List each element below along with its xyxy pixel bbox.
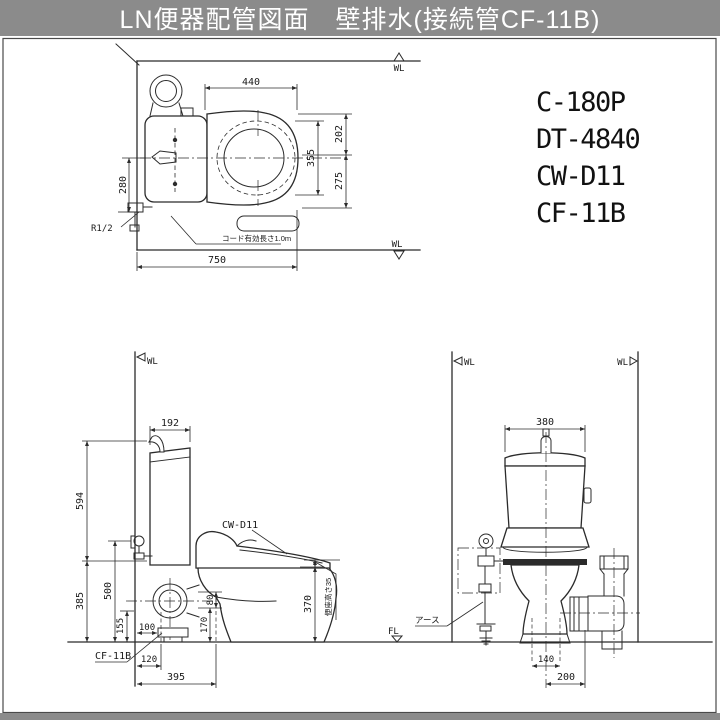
parts-list-item-seat: CW-D11	[536, 161, 626, 192]
side-dimensions: 192 594 385 500 155 100 80 170 370 120 3…	[75, 418, 340, 688]
dim-385-label: 385	[75, 592, 86, 610]
supply-thread-label: R1/2	[91, 224, 113, 234]
plan-rear-cover	[236, 215, 300, 232]
drawing-title: LN便器配管図面 壁排水(接続管CF-11B)	[119, 6, 601, 34]
plan-wall-lines	[115, 43, 421, 251]
plan-view: WL WL	[91, 43, 421, 271]
plan-tank-outline	[144, 107, 208, 203]
front-view: WL WL	[415, 351, 640, 688]
parts-list-item-connector: CF-11B	[536, 198, 626, 229]
front-valve-assembly	[457, 533, 508, 646]
dim-170-label: 170	[200, 617, 210, 633]
dim-395-label: 395	[167, 672, 185, 683]
front-pedestal-outline	[510, 432, 580, 688]
dim-275-label: 275	[334, 172, 345, 190]
seat-note-label: 便座高さ35	[323, 578, 333, 616]
plan-wl-bottom-label: WL	[392, 240, 403, 250]
side-tank-outline	[148, 435, 191, 566]
dim-280-label: 280	[118, 176, 129, 194]
dim-120-label: 120	[141, 655, 157, 665]
dim-440-label: 440	[242, 77, 260, 88]
plan-wl-marker-top: WL	[393, 52, 405, 74]
dim-80-label: 80	[206, 595, 216, 606]
front-drain-elbow	[560, 548, 640, 658]
ground-symbol	[479, 630, 493, 646]
plan-supply-callout: R1/2	[91, 211, 140, 234]
dim-155-label: 155	[116, 618, 126, 634]
dim-200-label: 200	[557, 672, 575, 683]
connector-model-label: CF-11B	[95, 651, 131, 662]
cord-note-label: コード有効長さ1.0m	[222, 233, 291, 243]
dim-100-label: 100	[139, 623, 155, 633]
side-wl-marker: WL	[135, 352, 158, 367]
parts-list-item-tank: DT-4840	[536, 124, 641, 155]
front-seat-band	[503, 559, 587, 565]
side-bowl-outline	[197, 567, 338, 643]
side-view: WL FL	[67, 351, 713, 688]
side-callouts: CW-D11 CF-11B 便座高さ35	[95, 520, 337, 663]
plan-wl-marker-bottom: WL	[392, 240, 405, 260]
parts-list-item-bowl: C-180P	[536, 87, 626, 118]
dim-380-label: 380	[536, 417, 554, 428]
dim-750-label: 750	[208, 255, 226, 266]
parts-list: C-180P DT-4840 CW-D11 CF-11B	[536, 84, 641, 232]
dim-140-label: 140	[538, 655, 554, 665]
dim-370-label: 370	[303, 595, 314, 613]
side-wl-label: WL	[147, 357, 158, 367]
title-bar: LN便器配管図面 壁排水(接続管CF-11B)	[0, 0, 720, 36]
plan-stop-valve	[127, 202, 153, 232]
dim-594-label: 594	[75, 492, 86, 510]
dim-202-label: 202	[334, 125, 345, 143]
dim-500-label: 500	[103, 582, 114, 600]
seat-model-label: CW-D11	[222, 520, 258, 531]
page-border	[2, 37, 717, 714]
dim-192-label: 192	[161, 418, 179, 429]
plan-wl-top-label: WL	[394, 64, 405, 74]
plan-handwash-spout	[149, 74, 184, 117]
front-tank-outline	[500, 428, 592, 565]
side-fl-marker: FL	[388, 627, 404, 643]
plan-bowl-outline	[140, 110, 348, 232]
front-dimensions: 380 140 200	[504, 417, 586, 688]
dim-355-label: 355	[306, 149, 317, 167]
front-wl-marker-right: WL	[617, 356, 639, 368]
earth-label: アース	[415, 615, 440, 625]
side-connector-pipe	[126, 578, 217, 643]
side-spout	[148, 435, 165, 453]
plan-flush-handle	[151, 150, 177, 165]
bottom-strip	[0, 713, 720, 720]
front-earth-callout: アース	[415, 601, 484, 627]
front-wl-left-label: WL	[464, 358, 475, 368]
front-wl-marker-left: WL	[452, 356, 475, 368]
side-stop-valve	[130, 535, 153, 560]
front-wl-right-label: WL	[617, 358, 628, 368]
plan-dimensions: 440 202 355 275 280 750	[118, 77, 352, 271]
side-fl-label: FL	[388, 627, 399, 637]
plan-cord-note: コード有効長さ1.0m	[170, 215, 291, 245]
